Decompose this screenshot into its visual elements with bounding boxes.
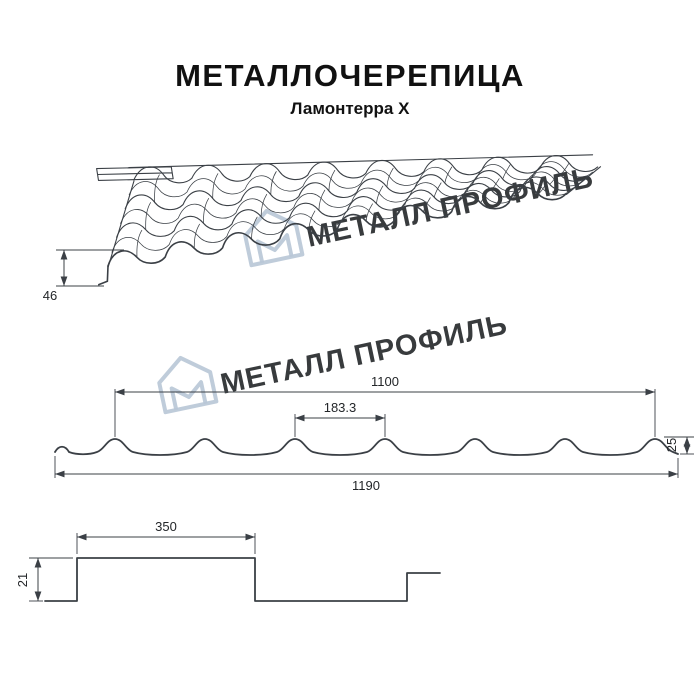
sheet-left-edge — [107, 180, 135, 268]
dim-label-350: 350 — [155, 519, 177, 534]
step-section: 350 21 — [15, 519, 441, 602]
page-title: МЕТАЛЛОЧЕРЕПИЦА — [175, 58, 525, 93]
watermark-text: МЕТАЛЛ ПРОФИЛЬ — [304, 162, 597, 254]
dim-label-183-3: 183.3 — [324, 400, 357, 415]
dim-label-25: 25 — [664, 438, 679, 452]
watermark-1: МЕТАЛЛ ПРОФИЛЬ — [243, 162, 597, 268]
watermark-2: МЕТАЛЛ ПРОФИЛЬ — [157, 309, 511, 415]
step-profile-curve — [44, 557, 441, 602]
sheet-front-lip — [98, 265, 109, 286]
dim-label-21: 21 — [15, 573, 30, 587]
dim-label-1190: 1190 — [352, 478, 380, 493]
profile-curve — [54, 438, 679, 456]
watermark-text: МЕТАЛЛ ПРОФИЛЬ — [218, 309, 511, 401]
dim-label-46: 46 — [43, 288, 57, 303]
metall-profil-logo-icon — [157, 355, 219, 415]
sheet-right-edge — [565, 166, 602, 195]
metall-profil-logo-icon — [243, 208, 305, 268]
profile-section: 1100 183.3 25 1190 — [54, 374, 694, 493]
ridge-flange — [96, 166, 174, 181]
metall-profil-logo-monogram-icon — [255, 233, 294, 264]
sheet-top-edge — [128, 154, 594, 169]
page-subtitle: Ламонтерра X — [291, 99, 411, 118]
perspective-view — [96, 153, 602, 286]
dimension-46: 46 — [43, 249, 124, 303]
tile-trough-lines — [136, 163, 570, 258]
dim-label-1100: 1100 — [371, 374, 399, 389]
